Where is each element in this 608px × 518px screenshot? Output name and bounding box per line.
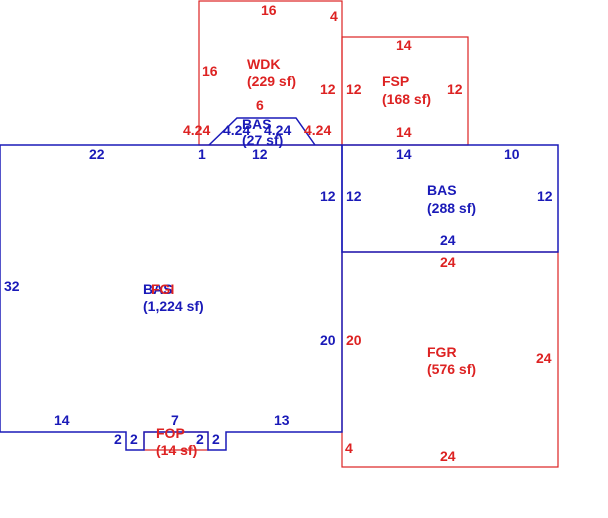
dim-wdk-bay-top: 6 bbox=[256, 97, 264, 113]
dim-porch-r1: 2 bbox=[196, 431, 204, 447]
fop-code: FOP bbox=[156, 425, 185, 441]
bas-main-area: (1,224 sf) bbox=[143, 298, 204, 314]
bas-bay-area: (27 sf) bbox=[242, 132, 283, 148]
dim-main-bottom-left: 14 bbox=[54, 412, 70, 428]
fgr-code: FGR bbox=[427, 344, 457, 360]
bas-right-code: BAS bbox=[427, 182, 457, 198]
dim-wdk-right: 12 bbox=[320, 81, 336, 97]
dim-fsp-top: 14 bbox=[396, 37, 412, 53]
bas-bay-code: BAS bbox=[242, 116, 272, 132]
fgr-area: (576 sf) bbox=[427, 361, 476, 377]
dim-main-bottom-right: 13 bbox=[274, 412, 290, 428]
dim-porch-r2: 2 bbox=[212, 431, 220, 447]
fop-area: (14 sf) bbox=[156, 442, 197, 458]
dim-fgr-top: 24 bbox=[440, 254, 456, 270]
dim-bay-left: 4.24 bbox=[223, 122, 250, 138]
dim-basr-right: 12 bbox=[537, 188, 553, 204]
dim-fgr-bottom: 24 bbox=[440, 448, 456, 464]
bas-main-outline bbox=[0, 144, 343, 451]
dim-fgr-left: 20 bbox=[346, 332, 362, 348]
dim-porch-l1: 2 bbox=[114, 431, 122, 447]
dim-main-top-left: 22 bbox=[89, 146, 105, 162]
dim-fgr-right: 24 bbox=[536, 350, 552, 366]
wdk-area: (229 sf) bbox=[247, 73, 296, 89]
dim-bay-one: 1 bbox=[198, 146, 206, 162]
dim-wdk-top-right: 4 bbox=[330, 8, 338, 24]
dim-wdk-left: 16 bbox=[202, 63, 218, 79]
dim-wdk-top: 16 bbox=[261, 2, 277, 18]
dim-basr-top-right: 10 bbox=[504, 146, 520, 162]
bas-right-area: (288 sf) bbox=[427, 200, 476, 216]
dim-basr-left: 12 bbox=[346, 188, 362, 204]
bas-bay-outline bbox=[208, 117, 316, 146]
bas-right-outline bbox=[341, 144, 559, 253]
dim-main-right-bottom: 20 bbox=[320, 332, 336, 348]
wdk-code: WDK bbox=[247, 56, 280, 72]
fsp-code: FSP bbox=[382, 73, 409, 89]
dim-main-bottom-mid: 7 bbox=[171, 412, 179, 428]
dim-fgr-left-small: 4 bbox=[345, 440, 353, 456]
dim-main-right-top: 12 bbox=[320, 188, 336, 204]
dim-main-top-mid: 12 bbox=[252, 146, 268, 162]
dim-main-left: 32 bbox=[4, 278, 20, 294]
bas-main-overlay-code: FGI bbox=[151, 281, 174, 297]
dim-porch-l2: 2 bbox=[130, 431, 138, 447]
fsp-area: (168 sf) bbox=[382, 91, 431, 107]
dim-bay-right: 4.24 bbox=[264, 122, 291, 138]
dim-fsp-right: 12 bbox=[447, 81, 463, 97]
dim-wdk-bay-left: 4.24 bbox=[183, 122, 210, 138]
dim-wdk-bay-right: 4.24 bbox=[304, 122, 331, 138]
dim-basr-bottom: 24 bbox=[440, 232, 456, 248]
dim-fsp-left: 12 bbox=[346, 81, 362, 97]
bas-main-code: BAS bbox=[143, 281, 173, 297]
dim-fsp-bottom: 14 bbox=[396, 124, 412, 140]
dim-basr-top: 14 bbox=[396, 146, 412, 162]
